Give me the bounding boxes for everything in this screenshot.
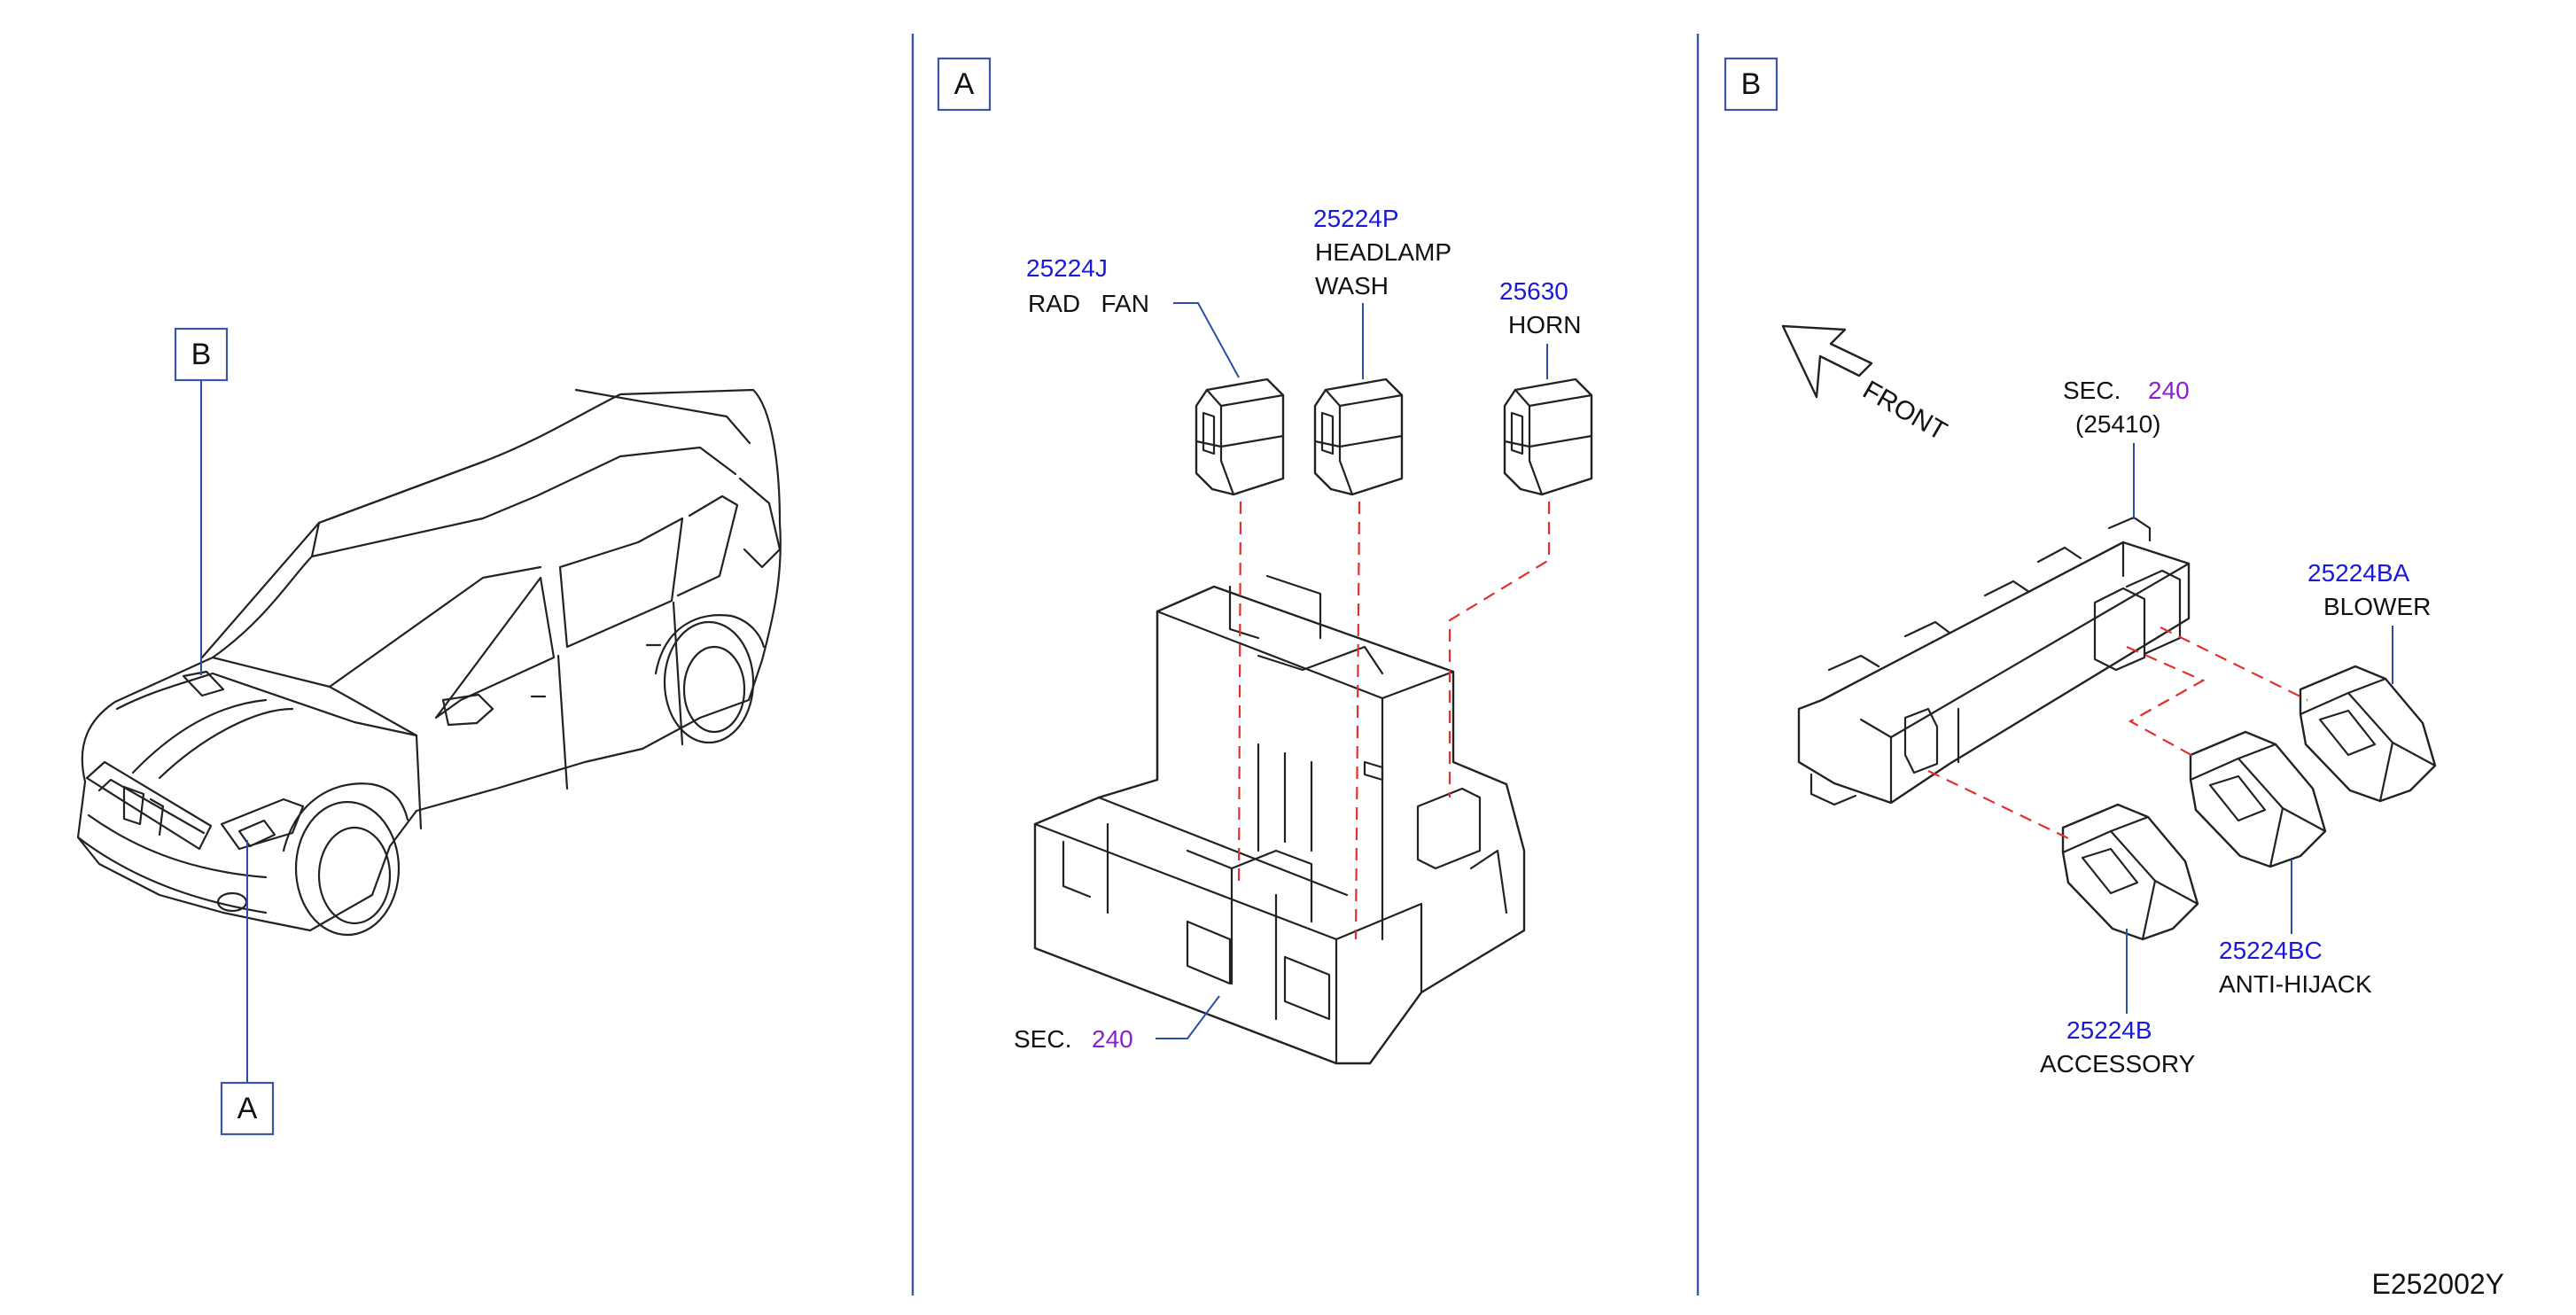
leader-section-a [1156,995,1220,1039]
callout-b-letter: B [191,338,212,371]
relay-rad-fan [1195,377,1285,496]
desc-anti-hijack: ANTI-HIJACK [2219,970,2372,998]
section-b-number: 240 [2148,377,2190,404]
relay-headlamp-wash [1313,377,1404,496]
connector-horn [1448,502,1551,798]
part-number-25224b: 25224B [2066,1016,2152,1044]
desc-headlamp: HEADLAMP [1315,238,1451,266]
relay-accessory [2061,803,2199,941]
diagram-id: E252002Y [2372,1268,2504,1300]
section-b-ref: (25410) [2075,410,2161,438]
panel-a-title: A [954,67,975,101]
section-a-prefix: SEC. [1014,1025,1071,1053]
panel-b-title: B [1741,67,1762,101]
desc-rad-fan: RAD FAN [1028,290,1149,317]
vehicle-illustration [76,388,782,937]
section-a-number: 240 [1092,1025,1133,1053]
panel-a-title-box [937,57,992,112]
desc-accessory: ACCESSORY [2040,1050,2196,1078]
callout-a-letter: A [237,1092,258,1125]
part-number-25224bc: 25224BC [2219,937,2323,964]
part-number-25224j: 25224J [1026,254,1108,282]
desc-horn: HORN [1508,311,1581,338]
connector-anti-hijack [2126,645,2206,759]
section-b-prefix: SEC. [2063,377,2121,404]
front-arrow-icon [1781,324,1873,399]
front-label: FRONT [1858,375,1952,446]
part-number-25224ba: 25224BA [2308,559,2410,587]
desc-wash: WASH [1315,272,1389,300]
callout-box-a [220,1081,275,1136]
relay-anti-hijack [2189,730,2327,868]
relay-horn [1503,377,1593,496]
part-number-25224p: 25224P [1313,205,1399,232]
connector-rad-fan [1237,501,1242,887]
relay-blower [2299,665,2437,803]
connector-accessory [1927,770,2069,839]
relay-block [1797,516,2191,806]
relay-box [1033,574,1526,1065]
connector-headlamp-wash [1354,501,1361,940]
leader-rad-fan [1173,302,1240,378]
connector-blower [2160,626,2308,701]
part-number-25630: 25630 [1499,277,1568,305]
panel-b-title-box [1724,57,1778,112]
desc-blower: BLOWER [2323,593,2431,620]
